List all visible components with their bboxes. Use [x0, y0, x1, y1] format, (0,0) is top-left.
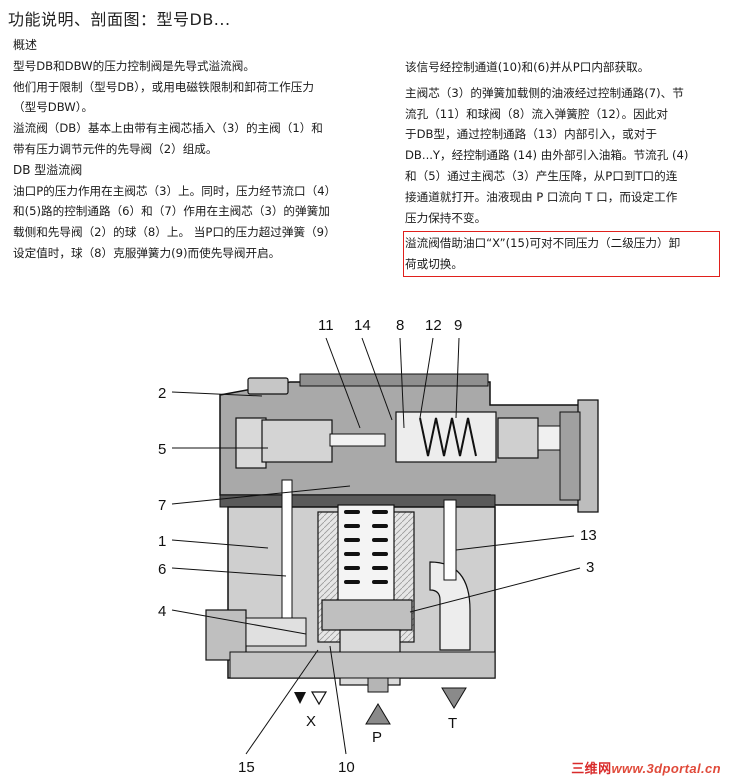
overview-paragraph-1: 型号DB和DBW的压力控制阀是先导式溢流阀。 — [13, 58, 255, 73]
left-text-column: 概述 型号DB和DBW的压力控制阀是先导式溢流阀。 他们用于限制（型号DB），或… — [13, 35, 388, 264]
heading-overview: 概述 — [13, 38, 38, 52]
valve-cross-section-diagram: 11 14 8 12 9 2 5 7 1 6 4 13 3 15 10 X P … — [158, 317, 599, 776]
spring-side-line-3: 于DB型，通过控制通路（13）内部引入，或对于 — [405, 127, 657, 142]
highlighted-note-line-1: 溢流阀借助油口“X”(15)可对不同压力（二级压力）卸 — [405, 236, 681, 251]
spring-side-line-2: 流孔（11）和球阀（8）流入弹簧腔（12）。因此对 — [405, 106, 668, 121]
callout-4: 4 — [158, 603, 166, 620]
highlighted-note-line-2: 荷或切换。 — [405, 257, 463, 272]
overview-paragraph-2-line-2: （型号DBW）。 — [13, 100, 94, 115]
callout-1: 1 — [158, 533, 166, 550]
callout-3: 3 — [586, 559, 594, 576]
callout-15: 15 — [238, 759, 255, 776]
callout-8: 8 — [396, 317, 404, 334]
watermark-name: 三维网 — [571, 761, 612, 776]
port-symbols — [294, 687, 467, 725]
heading-db-valve: DB 型溢流阀 — [13, 162, 83, 177]
spring-side-line-1: 主阀芯（3）的弹簧加载侧的油液经过控制通路(7)、节 — [405, 85, 684, 100]
callout-14: 14 — [354, 317, 371, 334]
spring-side-line-4: DB...Y，经控制通路 (14) 由外部引入油箱。节流孔 (4) — [405, 148, 689, 163]
watermark-url: www.3dportal.cn — [611, 761, 721, 776]
right-text-column: 该信号经控制通道(10)和(6)并从P口内部获取。 主阀芯（3）的弹簧加载侧的油… — [403, 57, 720, 277]
db-paragraph-line-2: 和(5)路的控制通路（6）和（7）作用在主阀芯（3）的弹簧加 — [13, 204, 330, 219]
port-p-label: P — [372, 729, 382, 746]
spring-side-line-5: 和（5）通过主阀芯（3）产生压降，从P口到T口的连 — [405, 168, 678, 183]
callout-9: 9 — [454, 317, 462, 334]
main-valve-body — [205, 479, 496, 693]
callout-6: 6 — [158, 561, 166, 578]
port-x-label: X — [306, 713, 316, 730]
db-paragraph-line-3: 载侧和先导阀（2）的球（8）上。 当P口的压力超过弹簧（9） — [13, 225, 336, 240]
callout-12: 12 — [425, 317, 442, 334]
page-title: 功能说明、剖面图：型号DB... — [8, 10, 231, 29]
signal-paragraph: 该信号经控制通道(10)和(6)并从P口内部获取。 — [405, 60, 650, 74]
callout-11: 11 — [318, 317, 334, 334]
spring-side-line-7: 压力保持不变。 — [405, 210, 487, 225]
leader-lines — [171, 337, 581, 755]
port-p-arrow — [365, 703, 391, 725]
highlighted-note-box: 溢流阀借助油口“X”(15)可对不同压力（二级压力）卸 荷或切换。 — [403, 231, 720, 277]
callout-13: 13 — [580, 527, 597, 544]
overview-paragraph-3-line-2: 带有压力调节元件的先导阀（2）组成。 — [13, 141, 218, 156]
port-x-arrow-filled — [294, 692, 306, 704]
db-paragraph-line-1: 油口P的压力作用在主阀芯（3）上。同时，压力经节流口（4） — [13, 183, 337, 198]
overview-paragraph-2-line-1: 他们用于限制（型号DB），或用电磁铁限制和卸荷工作压力 — [13, 79, 314, 94]
callout-7: 7 — [158, 497, 166, 514]
port-x-arrow-open — [310, 691, 328, 706]
db-paragraph-line-4: 设定值时，球（8）克服弹簧力(9)而使先导阀开启。 — [13, 245, 281, 260]
overview-paragraph-3-line-1: 溢流阀（DB）基本上由带有主阀芯插入（3）的主阀（1）和 — [13, 121, 323, 136]
callout-5: 5 — [158, 441, 166, 458]
watermark: 三维网www.3dportal.cn — [571, 758, 721, 777]
port-t-arrow — [441, 687, 467, 709]
spring-side-line-6: 接通道就打开。油液现由 P 口流向 T 口，而设定工作 — [405, 189, 678, 204]
pilot-valve-body — [219, 373, 599, 513]
port-t-label: T — [448, 715, 457, 732]
callout-2: 2 — [158, 385, 166, 402]
callout-10: 10 — [338, 759, 355, 776]
